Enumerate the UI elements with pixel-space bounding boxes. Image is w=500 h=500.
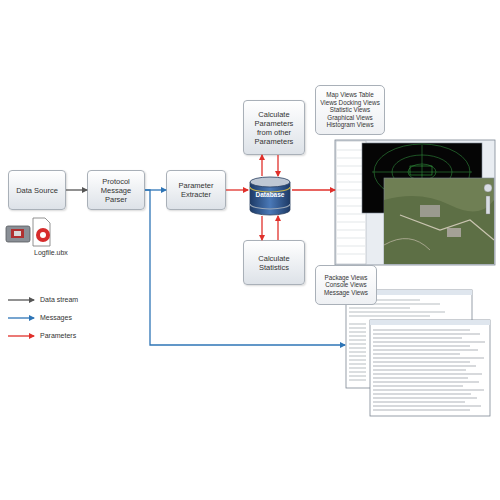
legend-text: Messages <box>40 314 72 321</box>
connector-arrow <box>261 216 262 240</box>
receiver-chip-icon <box>6 226 30 242</box>
node-label: Calculate Parameters from other Paramete… <box>244 110 304 146</box>
console-views-screenshot <box>346 290 490 416</box>
connector-arrow <box>145 190 345 345</box>
view-window: Map Views Table Views Docking Views Stat… <box>335 140 495 265</box>
node-label: Parameter Extracter <box>167 181 225 199</box>
connector-arrow <box>277 155 278 176</box>
connector-arrow <box>292 189 335 190</box>
legend-text: Data stream <box>40 296 78 303</box>
connector-arrow <box>145 189 166 190</box>
file-name-label: Logfile.ubx <box>34 249 68 256</box>
database-cylinder: Database <box>248 176 292 216</box>
process-box: Calculate Statistics <box>243 240 305 285</box>
process-box: Data Source <box>8 170 66 210</box>
legend-text: Parameters <box>40 332 76 339</box>
node-label: Database <box>248 191 292 198</box>
node-label: Data Source <box>13 186 61 195</box>
connector-arrow <box>226 189 248 190</box>
legend-sample-line <box>8 299 34 300</box>
legend-sample-line <box>8 335 34 336</box>
map-views-screenshot <box>335 140 495 265</box>
view-window: Package Views Console Views Message View… <box>345 296 490 416</box>
node-label: Calculate Statistics <box>244 254 304 272</box>
connector-arrow <box>277 216 278 240</box>
legend-sample-line <box>8 317 34 318</box>
connector-arrow <box>66 189 87 190</box>
views-label-box: Package Views Console Views Message View… <box>315 265 377 305</box>
process-box: Parameter Extracter <box>166 170 226 210</box>
logfile-icon <box>33 218 50 246</box>
connector-arrow <box>261 155 262 176</box>
node-label: Protocol Message Parser <box>88 177 144 204</box>
process-box: Calculate Parameters from other Paramete… <box>243 100 305 155</box>
views-label-box: Map Views Table Views Docking Views Stat… <box>315 85 385 135</box>
process-box: Protocol Message Parser <box>87 170 145 210</box>
